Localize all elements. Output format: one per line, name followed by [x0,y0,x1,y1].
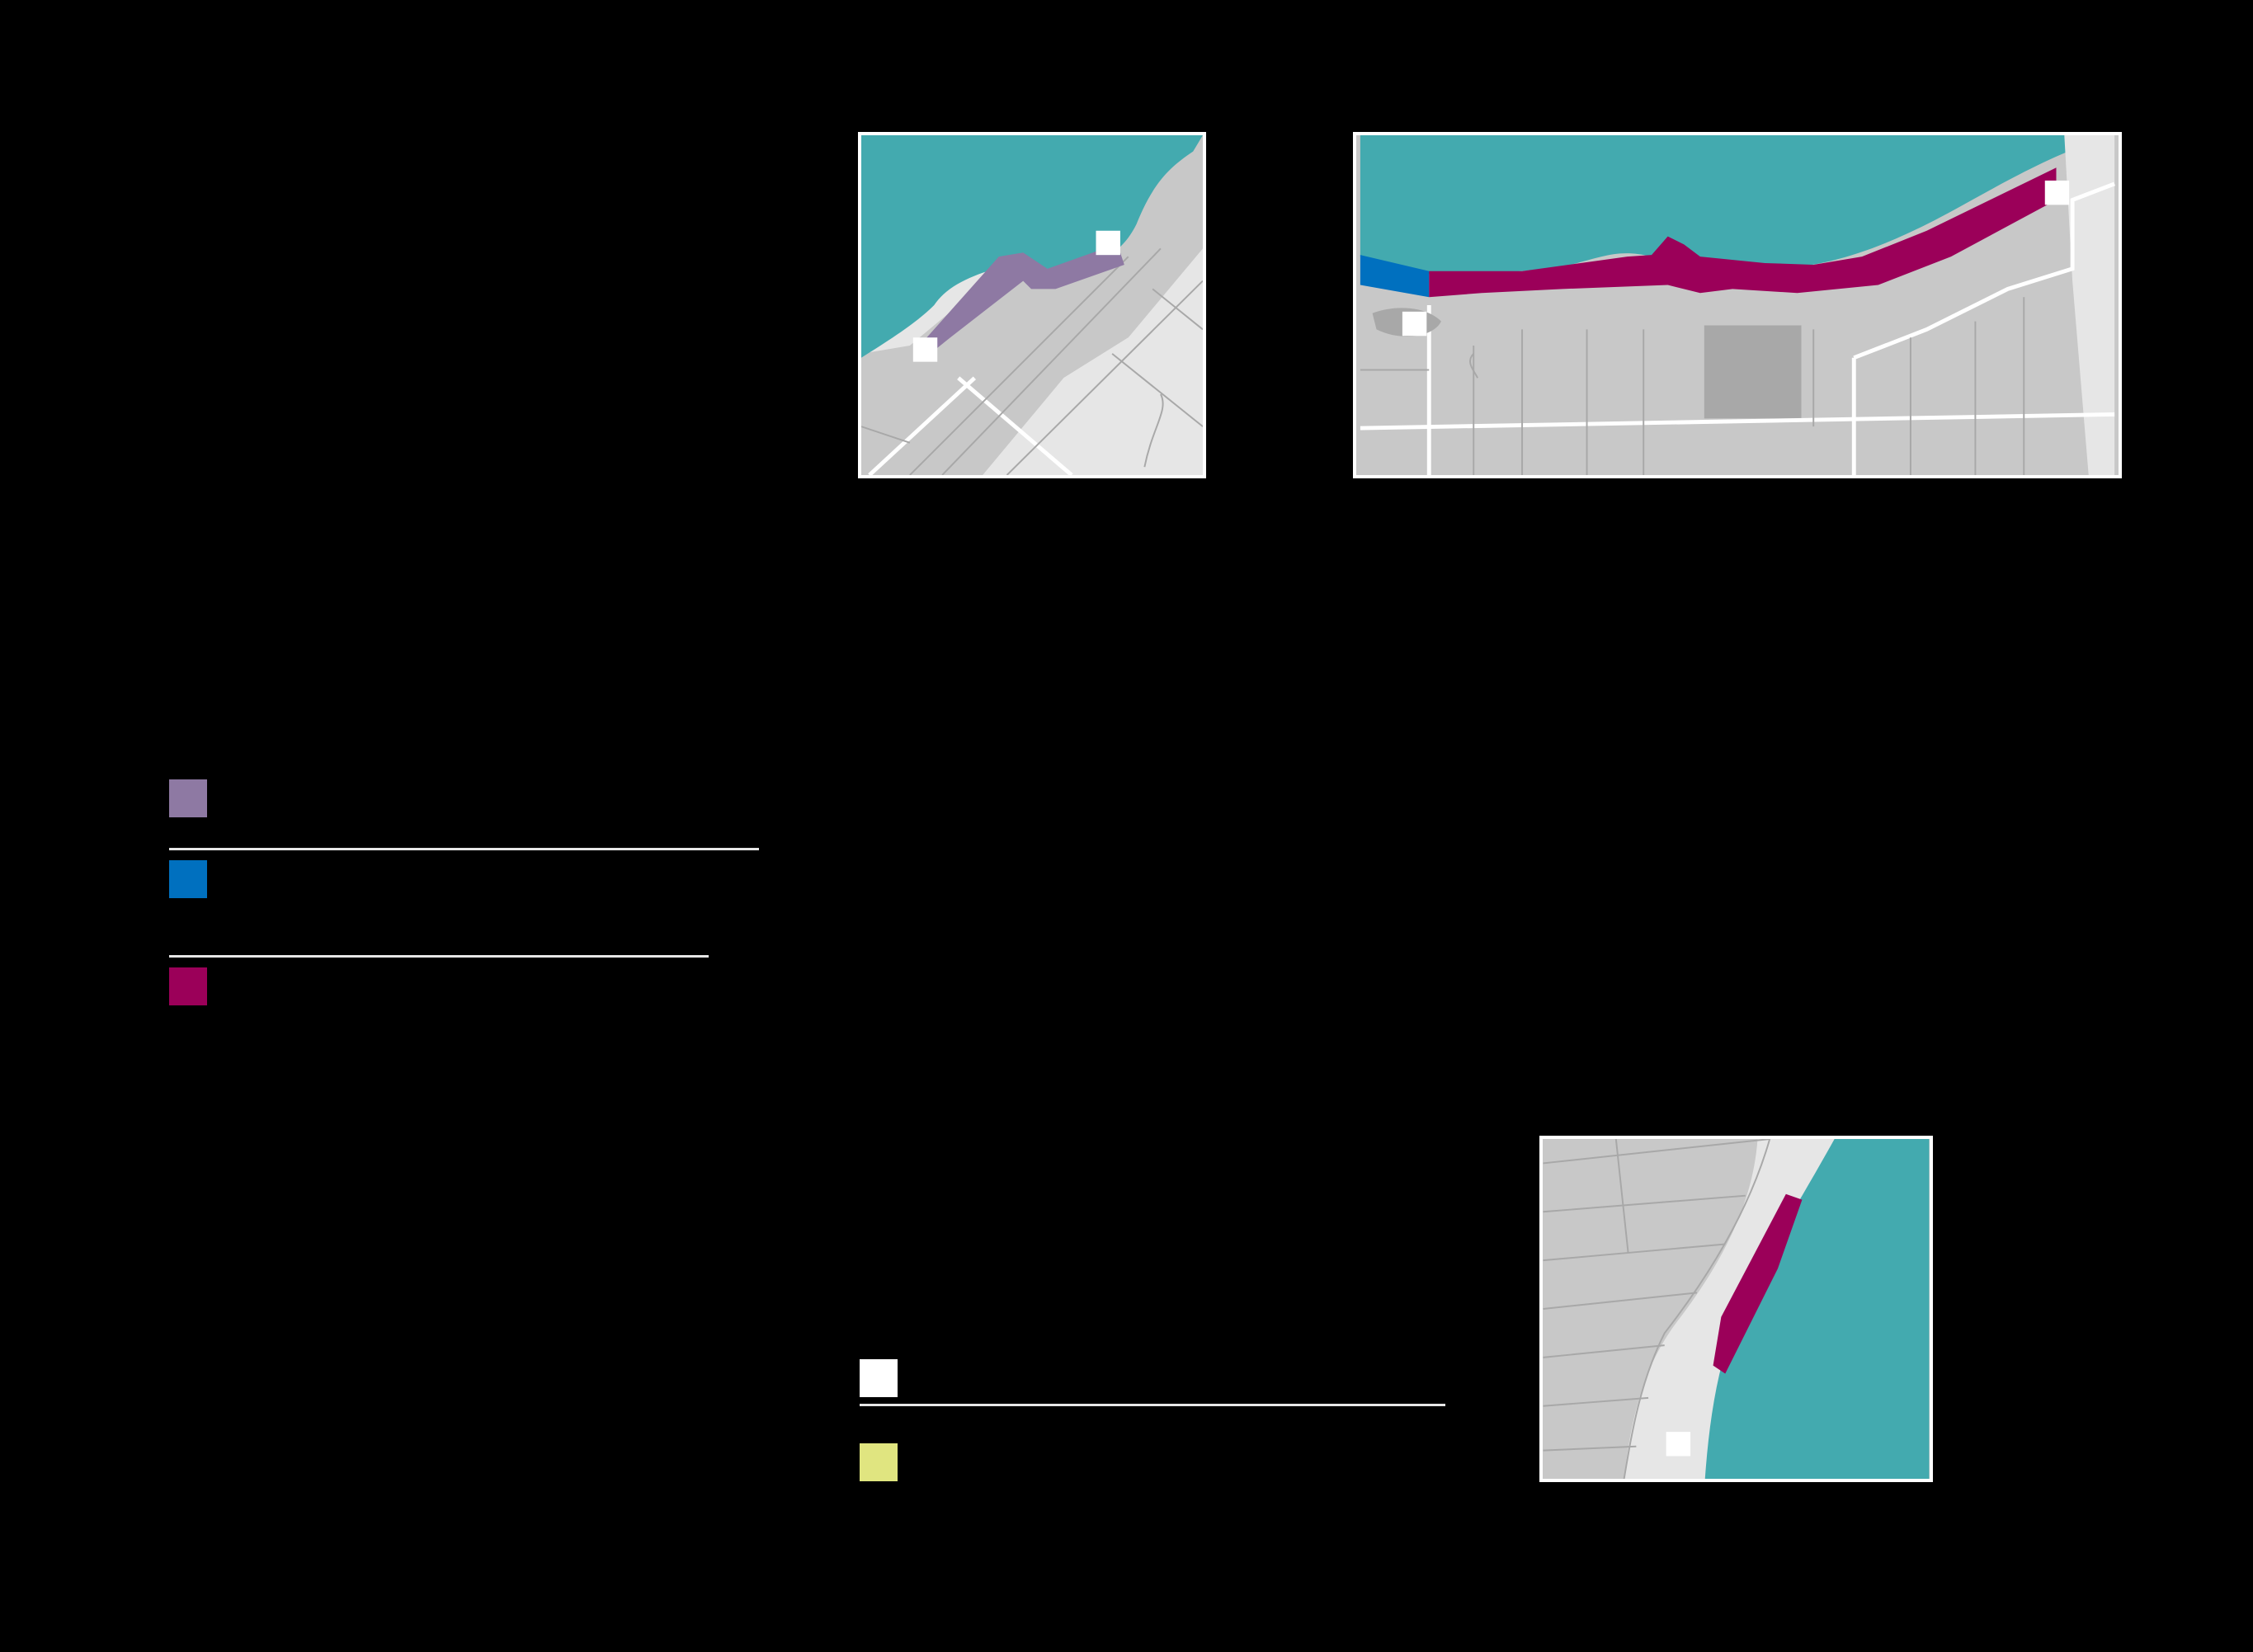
inset-map-2 [1353,132,2122,478]
legend-divider-1 [169,848,759,850]
legend-divider-2 [169,955,709,958]
inset-map-3 [1539,1136,1933,1482]
legend-swatch-purple [169,779,207,817]
legend-swatch-blue [169,860,207,898]
inset-map-2-graphic [1360,135,2116,475]
inset-map-3-graphic [1543,1139,1930,1479]
legend-swatch-yellow-green [860,1443,898,1481]
legend-swatch-magenta [169,967,207,1005]
legend-divider-3 [860,1404,1445,1406]
inset-map-1 [858,132,1206,478]
legend-swatch-white-marker [860,1359,898,1397]
inset-map-1-graphic [861,135,1203,475]
